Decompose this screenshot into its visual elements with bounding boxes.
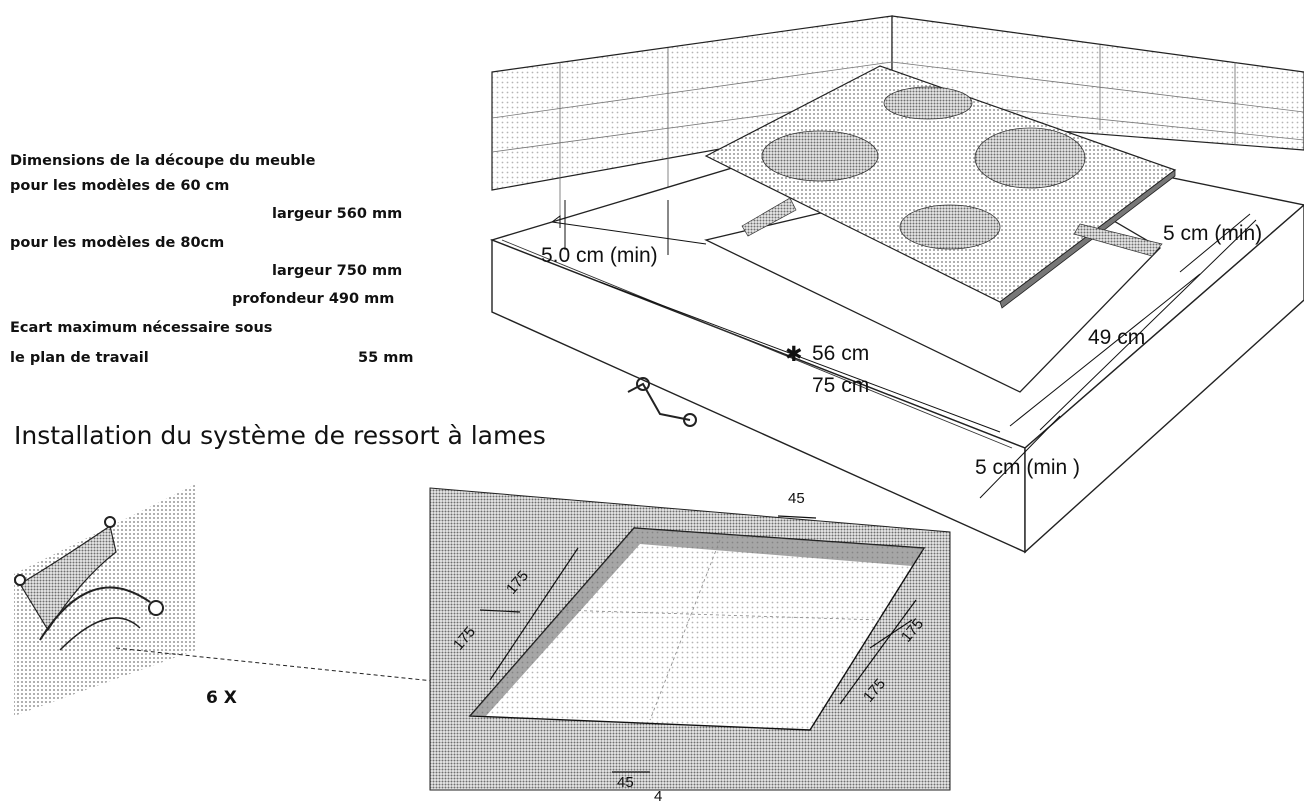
spec-title: Dimensions de la découpe du meuble bbox=[10, 153, 316, 169]
spec-gap-label-1: Ecart maximum nécessaire sous bbox=[10, 320, 273, 336]
spring-clip-icon bbox=[627, 377, 697, 427]
cooking-zone-front-right bbox=[899, 204, 1001, 250]
dim-depth: 49 cm bbox=[1088, 326, 1146, 349]
cooking-zone-back-left bbox=[883, 86, 973, 120]
cutout-bottom-gap: 45 bbox=[617, 774, 634, 791]
asterisk-icon: ✱ bbox=[785, 343, 803, 366]
spec-model80-label: pour les modèles de 80cm bbox=[10, 235, 225, 251]
cooking-zone-front-left bbox=[761, 130, 879, 182]
spec-model80-width: largeur 750 mm bbox=[272, 263, 403, 279]
cooking-zone-back-right bbox=[974, 127, 1086, 189]
dim-width-60: 56 cm bbox=[812, 342, 870, 365]
ceramic-hob bbox=[704, 65, 1177, 309]
spring-clip-closeup bbox=[14, 484, 196, 716]
spec-gap-label-2: le plan de travail bbox=[10, 350, 149, 366]
spec-model80-depth: profondeur 490 mm bbox=[232, 291, 395, 307]
cutout-edge-thickness: 4 bbox=[654, 788, 663, 805]
dim-left-margin: 5.0 cm (min) bbox=[541, 244, 658, 267]
dim-front-margin: 5 cm (min ) bbox=[975, 456, 1080, 479]
dim-width-80: 75 cm bbox=[812, 374, 870, 397]
spec-model60-width: largeur 560 mm bbox=[272, 206, 403, 222]
dim-right-margin: 5 cm (min) bbox=[1163, 222, 1263, 245]
spec-model60-label: pour les modèles de 60 cm bbox=[10, 178, 230, 194]
spec-gap-value: 55 mm bbox=[358, 350, 414, 366]
cutout-dimension-arrows bbox=[479, 515, 917, 773]
clip-leader-line bbox=[115, 647, 463, 685]
countertop-dimension-lines bbox=[551, 200, 1257, 499]
clip-quantity: 6 X bbox=[206, 688, 237, 708]
cutout-top-gap: 45 bbox=[788, 490, 805, 507]
section-heading: Installation du système de ressort à lam… bbox=[14, 421, 546, 450]
cutout-closeup bbox=[429, 487, 951, 791]
